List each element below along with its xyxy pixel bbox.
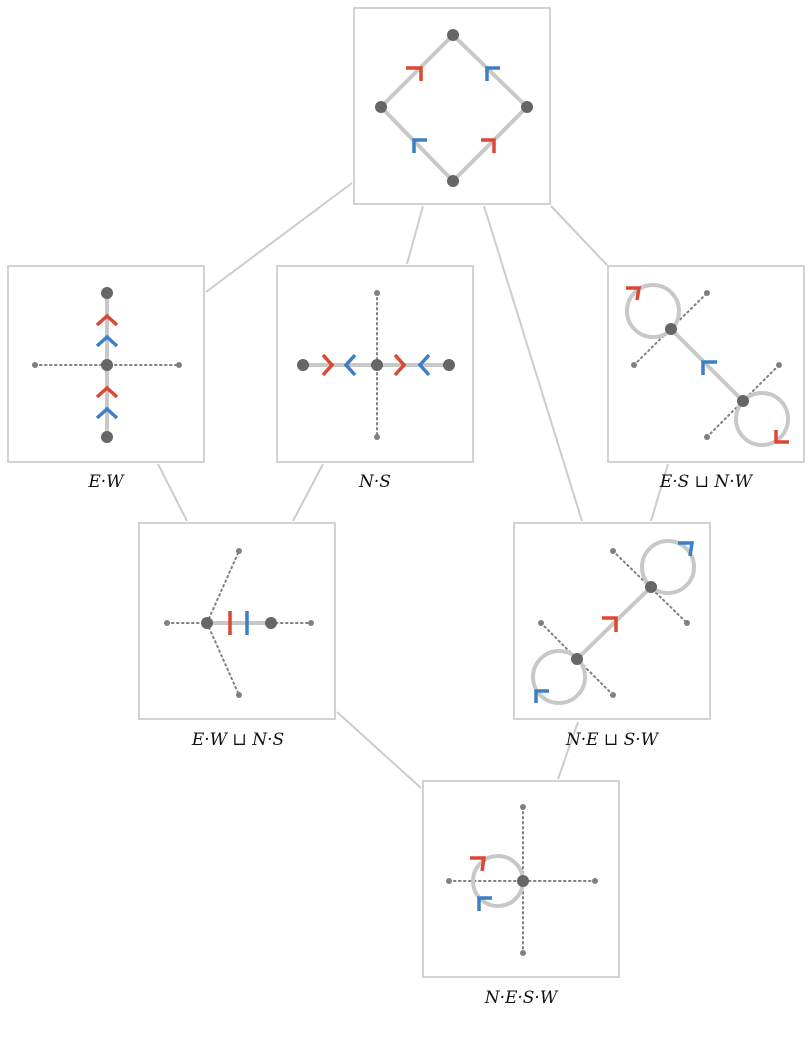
node [521, 101, 533, 113]
stub-point [236, 692, 242, 698]
caption-nesw: N·E·S·W [484, 988, 559, 1008]
red-chevron [95, 385, 119, 399]
panel-nesw [446, 804, 598, 956]
node [645, 581, 657, 593]
edge [451, 33, 529, 109]
node [571, 653, 583, 665]
node [447, 175, 459, 187]
caption-es-nw: E·S ⊔ N·W [659, 472, 754, 492]
edge [575, 585, 653, 661]
caption-ns: N·S [358, 472, 391, 492]
blue-chevron [417, 353, 431, 377]
stub-point [631, 362, 637, 368]
connector-top-to-ew [205, 182, 353, 293]
node [447, 29, 459, 41]
stub-point [538, 620, 544, 626]
stub-point [684, 620, 690, 626]
panel-es-nw [625, 283, 790, 447]
blue-mark [678, 541, 695, 557]
blue-mark [412, 138, 427, 153]
blue-mark [477, 896, 492, 911]
caption-ew-ns: E·W ⊔ N·S [191, 730, 284, 750]
edge [451, 105, 529, 183]
stub-point [776, 362, 782, 368]
connector-top-to-ne-sw [483, 205, 583, 522]
loop-edge [734, 391, 790, 447]
loop-edge [640, 539, 696, 595]
connector-es-nw-to-ne-sw [650, 463, 669, 522]
node [101, 431, 113, 443]
stub-point [32, 362, 38, 368]
red-mark [406, 66, 423, 81]
node [737, 395, 749, 407]
panel-connectors [157, 182, 669, 789]
stub-point [610, 548, 616, 554]
red-mark [602, 616, 618, 632]
connector-top-to-es-nw [550, 205, 608, 266]
panel-ns [297, 290, 455, 440]
edge [379, 105, 455, 183]
node [665, 323, 677, 335]
node [517, 875, 529, 887]
node [265, 617, 277, 629]
blue-chevron [95, 406, 119, 420]
blue-mark [701, 360, 717, 375]
red-mark [774, 430, 789, 444]
blue-mark [485, 66, 500, 81]
panel-ne-sw [531, 539, 696, 705]
connector-ew-to-ew-ns [157, 463, 188, 522]
node [101, 287, 113, 299]
connector-ew-ns-to-nesw [336, 711, 422, 789]
blue-chevron [95, 334, 119, 348]
stub-point [308, 620, 314, 626]
red-chevron [321, 353, 335, 377]
stub-point [164, 620, 170, 626]
loop-edge [625, 283, 681, 339]
connector-ne-sw-to-nesw [557, 721, 579, 780]
panel-frames [7, 7, 805, 978]
stub-point [704, 290, 710, 296]
connector-ns-to-ew-ns [292, 463, 324, 522]
node [375, 101, 387, 113]
stub-point [704, 434, 710, 440]
edge [669, 327, 745, 403]
stub-point [592, 878, 598, 884]
node [297, 359, 309, 371]
stub-point [520, 950, 526, 956]
stub-point [236, 548, 242, 554]
dotted-edge [206, 550, 240, 624]
connector-top-to-ns [406, 205, 424, 265]
stub-point [610, 692, 616, 698]
node [101, 359, 113, 371]
panel-ew [32, 287, 182, 443]
panel-top [375, 29, 533, 187]
red-chevron [95, 313, 119, 327]
panel-ne-sw-frame [513, 522, 711, 720]
node [443, 359, 455, 371]
panel-ew-ns [164, 548, 314, 698]
node [201, 617, 213, 629]
red-mark [626, 286, 642, 301]
caption-ne-sw: N·E ⊔ S·W [565, 730, 660, 750]
stub-point [374, 434, 380, 440]
edge [379, 33, 455, 109]
stub-point [520, 804, 526, 810]
blue-chevron [343, 353, 357, 377]
loop-edge [531, 649, 587, 705]
dotted-edge [206, 622, 240, 696]
blue-mark [534, 689, 549, 703]
node [371, 359, 383, 371]
stub-point [374, 290, 380, 296]
panel-captions: E·W N·S E·S ⊔ N·W E·W ⊔ N·S N·E ⊔ S·W N·… [87, 472, 753, 1008]
red-mark [481, 138, 496, 153]
caption-ew: E·W [87, 472, 125, 492]
red-mark [470, 856, 487, 872]
panel-ew-ns-frame [138, 522, 336, 720]
stub-point [176, 362, 182, 368]
red-chevron [393, 353, 407, 377]
stub-point [446, 878, 452, 884]
